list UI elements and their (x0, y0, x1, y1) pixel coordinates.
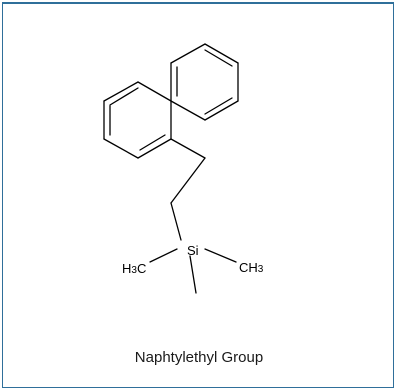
bond-chain-2 (170, 157, 206, 204)
bond-si-left-methyl (149, 248, 178, 263)
bond-r1 (204, 43, 239, 64)
bond-l6 (137, 81, 172, 102)
figure-caption: Naphtylethyl Group (134, 349, 264, 366)
double-bond-l1 (109, 87, 139, 106)
figure-frame (2, 2, 394, 388)
bonds (103, 43, 239, 294)
bond-si-down-methyl (189, 255, 197, 294)
double-bond-l3 (139, 134, 166, 151)
left-methyl-label: H3C (122, 261, 146, 276)
bond-chain-3 (170, 202, 182, 241)
bond-r6 (170, 43, 206, 64)
bond-l3 (103, 138, 139, 159)
bond-r4 (170, 100, 206, 121)
bond-l2 (137, 138, 172, 159)
bond-si-right-methyl (204, 248, 237, 263)
double-bond-r2 (204, 97, 233, 115)
bond-l5 (103, 81, 139, 102)
bond-chain-1 (170, 138, 206, 159)
right-methyl-label: CH3 (239, 260, 264, 275)
silicon-label: Si (187, 243, 199, 258)
bond-r3 (204, 100, 239, 121)
double-bond-r1 (204, 49, 233, 67)
